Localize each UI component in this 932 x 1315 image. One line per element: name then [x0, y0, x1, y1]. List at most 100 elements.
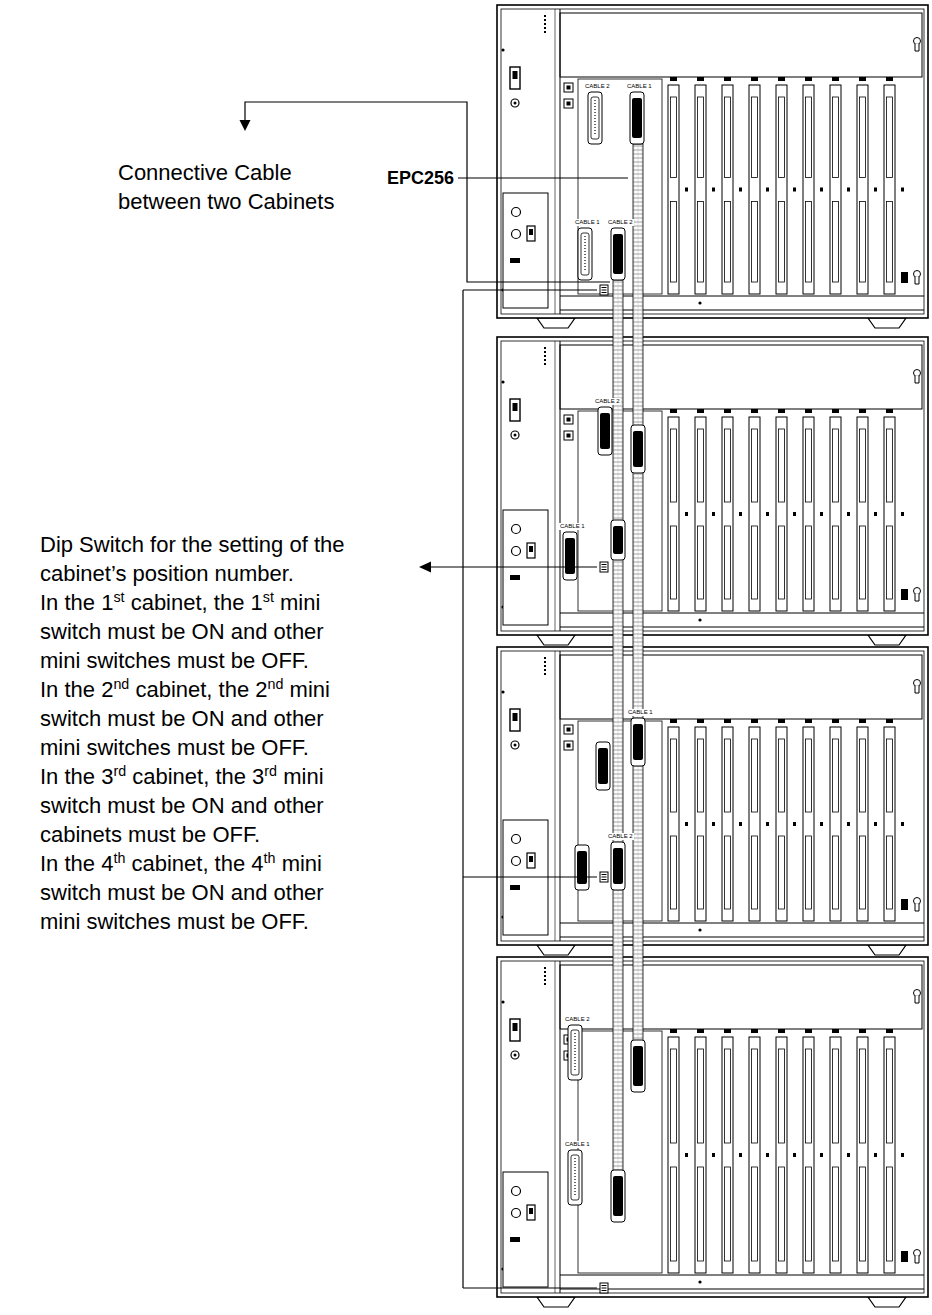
panel-socket: [512, 1187, 521, 1196]
power-switch-rocker: [513, 71, 518, 79]
cable-plug: [633, 1046, 643, 1086]
keyhole-slot: [915, 376, 919, 383]
slot-latch: [793, 822, 796, 826]
slot-connector: [833, 836, 839, 909]
slot-connector: [860, 97, 866, 178]
slot-latch: [685, 1153, 688, 1157]
slot-latch: [874, 1153, 877, 1157]
keyhole-slot: [915, 996, 919, 1003]
left-divider: [560, 651, 561, 941]
backplane: [578, 79, 662, 294]
vent-square: [564, 83, 573, 92]
dip-switch-lever: [602, 292, 607, 293]
card-slot: [695, 85, 706, 294]
card-slot: [830, 1037, 841, 1273]
ground-terminal: [901, 899, 908, 910]
slot-connector: [860, 526, 866, 599]
slot-connector: [806, 202, 812, 283]
card-slot: [803, 1037, 814, 1273]
slot-connector: [671, 202, 677, 283]
slot-latch: [793, 188, 796, 192]
dip-switch-lever: [602, 567, 607, 568]
panel-socket: [512, 547, 521, 556]
power-lamp: [511, 1051, 519, 1059]
slot-tab: [832, 1029, 839, 1033]
cabinet-frame: [497, 957, 928, 1297]
vent-mark: [544, 967, 546, 987]
panel-socket: [512, 525, 521, 534]
slot-connector: [806, 836, 812, 909]
left-divider: [555, 961, 556, 1293]
slot-latch: [820, 1153, 823, 1157]
dip-switch-lever: [602, 290, 607, 291]
slot-latch: [901, 188, 904, 192]
ordinal-suffix: rd: [113, 763, 126, 779]
keyhole-slot: [915, 904, 919, 911]
dip-switch-lever: [602, 1290, 607, 1291]
power-lamp: [511, 431, 519, 439]
card-slot: [884, 1037, 895, 1273]
panel-fuse-core: [529, 1208, 533, 1214]
slot-connector: [860, 429, 866, 502]
slot-connector: [887, 739, 893, 812]
slot-connector: [725, 1167, 731, 1261]
cable-plug: [577, 851, 587, 884]
cabinet-frame: [497, 647, 928, 945]
card-slot: [884, 417, 895, 611]
slot-latch: [766, 822, 769, 826]
card-slot: [749, 85, 760, 294]
dip-switch-lever: [602, 877, 607, 878]
slot-connector: [671, 739, 677, 812]
slot-tab: [778, 409, 785, 413]
panel-plug: [510, 575, 520, 580]
text-run: 1: [101, 590, 113, 615]
keyhole: [914, 898, 921, 905]
slot-connector: [779, 739, 785, 812]
card-slot: [749, 1037, 760, 1273]
vent-square: [564, 431, 573, 440]
vent-square: [564, 415, 573, 424]
power-lamp-dot: [514, 102, 517, 105]
power-switch: [510, 67, 520, 89]
cable-plug: [613, 1176, 623, 1216]
ground-terminal: [901, 1251, 908, 1262]
slot-latch: [685, 512, 688, 516]
slot-connector: [833, 1167, 839, 1261]
slot-latch: [847, 188, 850, 192]
frame-screw: [501, 380, 504, 383]
panel-socket: [512, 835, 521, 844]
dip-switch: [600, 285, 608, 295]
slot-connector: [833, 739, 839, 812]
cabinet-frame: [497, 5, 928, 318]
slot-tab: [859, 409, 866, 413]
slot-connector: [752, 97, 758, 178]
keyhole: [914, 680, 921, 687]
slot-tab: [832, 719, 839, 723]
text-run: In the: [40, 590, 101, 615]
card-slot: [749, 417, 760, 611]
slot-connector: [752, 202, 758, 283]
slot-connector: [806, 1167, 812, 1261]
bottom-rail: [560, 1289, 924, 1290]
slot-connector: [833, 526, 839, 599]
card-slot: [695, 727, 706, 921]
connector-label: CABLE 1: [626, 83, 653, 90]
card-slot: [722, 1037, 733, 1273]
slot-latch: [901, 1153, 904, 1157]
slot-tab: [832, 77, 839, 81]
vent-core: [567, 418, 571, 422]
card-slot: [695, 1037, 706, 1273]
cabinet-inner-frame: [501, 341, 924, 631]
dip-switch: [600, 872, 608, 882]
top-compartment: [560, 13, 922, 77]
connector-label: CABLE 2: [564, 1016, 591, 1023]
connector-label: CABLE 1: [559, 523, 586, 530]
slot-connector: [698, 836, 704, 909]
connector-label: CABLE 2: [594, 398, 621, 405]
cable-plug: [613, 234, 623, 274]
panel-fuse-core: [529, 229, 533, 235]
dip-switch-lever: [602, 874, 607, 875]
cable-connector: [611, 1170, 625, 1222]
cable-connector: [598, 407, 612, 455]
